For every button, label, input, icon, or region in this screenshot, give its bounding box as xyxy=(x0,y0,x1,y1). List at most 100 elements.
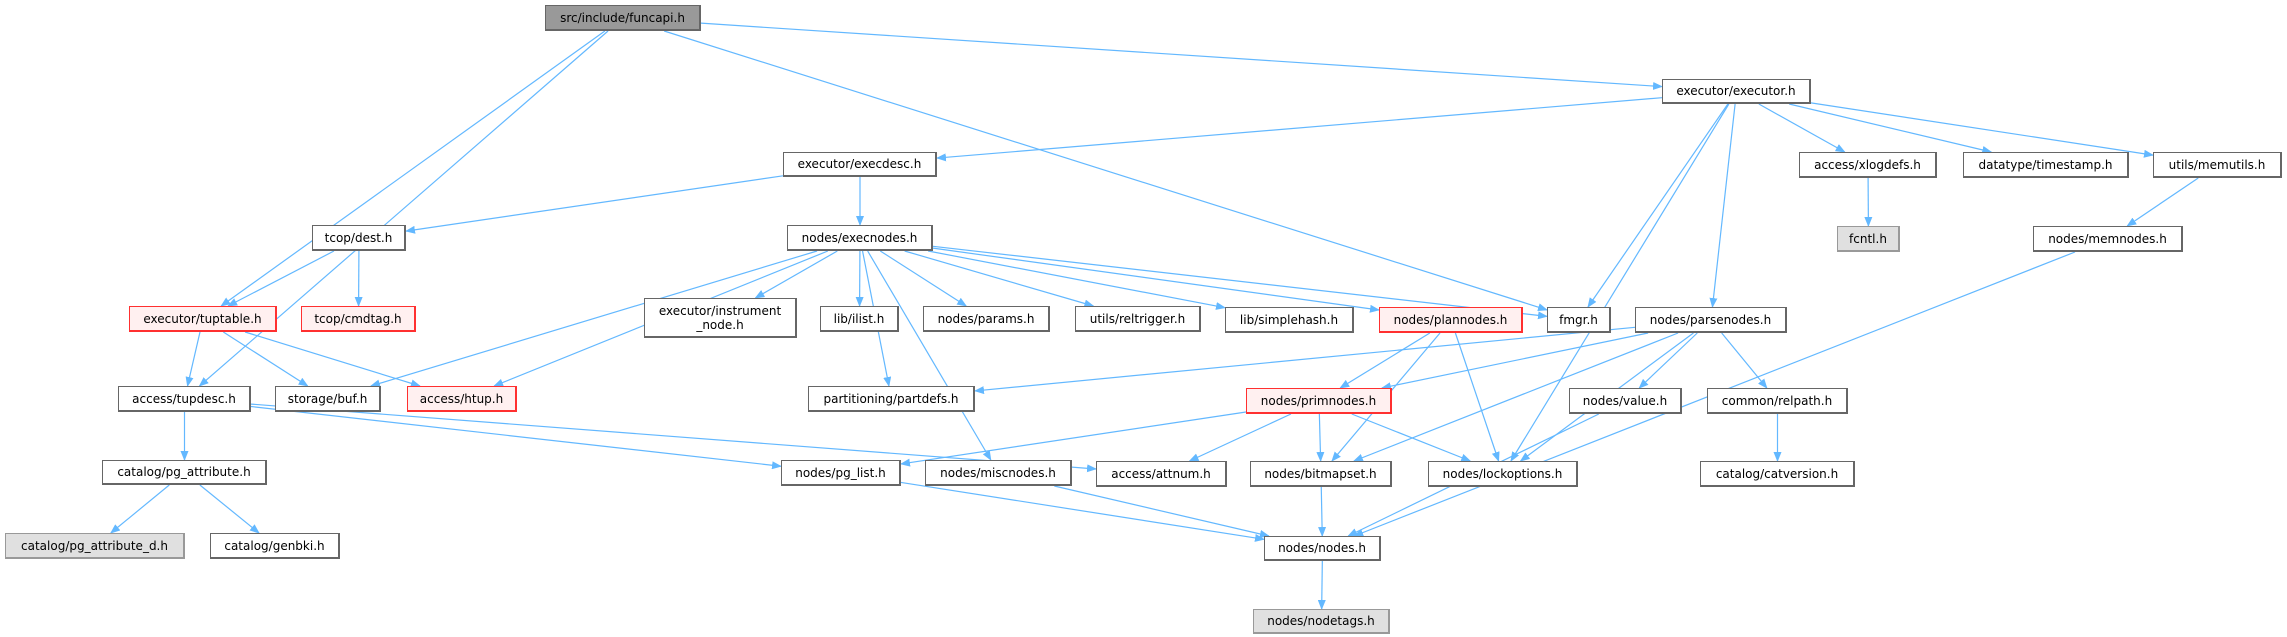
edge-pg_list-to-nodes xyxy=(900,481,1265,542)
edge-execnodes-to-reltrigger xyxy=(904,250,1095,308)
node-nodes[interactable]: nodes/nodes.h xyxy=(1264,536,1381,561)
node-label: nodes/bitmapset.h xyxy=(1264,466,1377,481)
node-memnodes[interactable]: nodes/memnodes.h xyxy=(2033,226,2183,252)
node-execdesc[interactable]: executor/execdesc.h xyxy=(783,152,937,177)
node-pg-list[interactable]: nodes/pg_list.h xyxy=(781,460,901,486)
node-catversion[interactable]: catalog/catversion.h xyxy=(1700,461,1855,487)
node-reltrigger[interactable]: utils/reltrigger.h xyxy=(1075,306,1201,332)
edge-bitmapset-to-nodes xyxy=(1318,486,1327,537)
node-label: nodes/nodes.h xyxy=(1278,541,1366,555)
edge-parsenodes-to-relpath xyxy=(1721,332,1768,389)
edge-funcapi-to-tuptable xyxy=(220,30,606,307)
node-label: nodes/execnodes.h xyxy=(801,230,918,245)
edge-executor-to-parsenodes xyxy=(1709,103,1736,308)
node-label: nodes/parsenodes.h xyxy=(1649,312,1772,327)
node-relpath[interactable]: common/relpath.h xyxy=(1707,388,1848,414)
edge-tupdesc-to-attnum xyxy=(250,403,1097,473)
node-attnum[interactable]: access/attnum.h xyxy=(1096,461,1227,487)
edge-parsenodes-to-value xyxy=(1638,332,1698,389)
edge-primnodes-to-lockoptions xyxy=(1351,413,1472,462)
node-buf[interactable]: storage/buf.h xyxy=(275,386,381,412)
edge-tuptable-to-tupdesc xyxy=(185,331,201,387)
edge-parsenodes-to-primnodes xyxy=(1380,332,1649,391)
node-htup[interactable]: access/htup.h xyxy=(407,386,517,412)
node-label: fcntl.h xyxy=(1849,231,1887,246)
node-executor[interactable]: executor/executor.h xyxy=(1662,79,1811,104)
node-bitmapset[interactable]: nodes/bitmapset.h xyxy=(1250,461,1392,487)
edge-execnodes-to-params xyxy=(879,250,968,307)
node-timestamp[interactable]: datatype/timestamp.h xyxy=(1963,152,2129,178)
node-label: nodes/value.h xyxy=(1582,393,1668,408)
node-pg-attribute[interactable]: catalog/pg_attribute.h xyxy=(102,460,267,485)
node-nodetags[interactable]: nodes/nodetags.h xyxy=(1253,609,1390,634)
edge-miscnodes-to-nodes xyxy=(1054,485,1270,538)
node-ilist[interactable]: lib/ilist.h xyxy=(820,306,899,332)
node-label: executor/tuptable.h xyxy=(143,311,262,326)
node-label: lib/simplehash.h xyxy=(1239,312,1339,327)
node-genbki[interactable]: catalog/genbki.h xyxy=(210,533,340,559)
edge-executor-to-execdesc xyxy=(936,97,1663,162)
node-xlogdefs[interactable]: access/xlogdefs.h xyxy=(1799,152,1937,178)
edge-execnodes-to-miscnodes xyxy=(867,250,992,461)
node-fcntl[interactable]: fcntl.h xyxy=(1837,226,1900,252)
edge-execnodes-to-instrument xyxy=(754,250,838,299)
node-label: executor/executor.h xyxy=(1676,84,1796,98)
node-value[interactable]: nodes/value.h xyxy=(1569,388,1682,414)
node-simplehash[interactable]: lib/simplehash.h xyxy=(1225,307,1354,333)
node-partdefs[interactable]: partitioning/partdefs.h xyxy=(808,386,975,412)
node-label: src/include/funcapi.h xyxy=(560,10,685,25)
edge-primnodes-to-bitmapset xyxy=(1316,413,1325,462)
edge-execnodes-to-buf xyxy=(369,250,818,388)
edge-executor-to-lockoptions xyxy=(1510,103,1730,462)
edge-plannodes-to-primnodes xyxy=(1339,332,1431,389)
node-funcapi[interactable]: src/include/funcapi.h xyxy=(545,5,701,31)
edge-primnodes-to-attnum xyxy=(1188,413,1292,462)
node-primnodes[interactable]: nodes/primnodes.h xyxy=(1246,388,1392,414)
node-fmgr[interactable]: fmgr.h xyxy=(1547,307,1611,333)
edge-funcapi-to-executor xyxy=(700,22,1663,90)
edge-tuptable-to-htup xyxy=(244,331,421,388)
node-label: executor/instrument _node.h xyxy=(658,303,782,332)
node-label: lib/ilist.h xyxy=(833,311,885,326)
edge-execnodes-to-plannodes xyxy=(932,247,1380,313)
node-label: access/attnum.h xyxy=(1111,466,1211,481)
node-label: access/tupdesc.h xyxy=(132,391,236,406)
node-plannodes[interactable]: nodes/plannodes.h xyxy=(1379,307,1523,333)
edge-memutils-to-memnodes xyxy=(2126,177,2199,227)
node-params[interactable]: nodes/params.h xyxy=(923,306,1050,332)
node-label: nodes/lockoptions.h xyxy=(1442,466,1563,481)
node-label: access/xlogdefs.h xyxy=(1814,157,1921,172)
node-dest[interactable]: tcop/dest.h xyxy=(312,225,406,251)
edge-tupdesc-to-pg_list xyxy=(250,405,782,470)
edge-pg_attribute-to-pg_attribute_d xyxy=(110,484,170,534)
node-pg-attribute-d[interactable]: catalog/pg_attribute_d.h xyxy=(5,533,185,559)
node-label: nodes/miscnodes.h xyxy=(940,465,1056,480)
node-label: nodes/nodetags.h xyxy=(1267,614,1375,628)
node-label: tcop/dest.h xyxy=(324,230,393,245)
node-label: nodes/plannodes.h xyxy=(1393,312,1508,327)
edge-funcapi-to-fmgr xyxy=(663,30,1548,311)
node-lockoptions[interactable]: nodes/lockoptions.h xyxy=(1428,461,1578,487)
node-label: access/htup.h xyxy=(419,391,504,406)
edge-execnodes-to-simplehash xyxy=(927,250,1226,310)
node-label: catalog/pg_attribute.h xyxy=(117,465,251,479)
node-label: partitioning/partdefs.h xyxy=(823,391,959,406)
edge-pg_attribute-to-genbki xyxy=(199,484,260,534)
edge-nodes-to-nodetags xyxy=(1317,560,1326,610)
edge-executor-to-xlogdefs xyxy=(1758,103,1846,153)
node-tuptable[interactable]: executor/tuptable.h xyxy=(129,306,277,332)
node-tupdesc[interactable]: access/tupdesc.h xyxy=(118,386,251,412)
node-label: executor/execdesc.h xyxy=(797,157,922,171)
node-cmdtag[interactable]: tcop/cmdtag.h xyxy=(301,306,416,332)
node-instrument[interactable]: executor/instrument _node.h xyxy=(644,298,797,338)
node-memutils[interactable]: utils/memutils.h xyxy=(2153,152,2282,178)
edge-executor-to-timestamp xyxy=(1788,103,1993,154)
node-label: datatype/timestamp.h xyxy=(1978,157,2113,172)
node-parsenodes[interactable]: nodes/parsenodes.h xyxy=(1635,307,1787,333)
node-execnodes[interactable]: nodes/execnodes.h xyxy=(787,225,933,251)
edge-parsenodes-to-bitmapset xyxy=(1352,332,1679,462)
node-miscnodes[interactable]: nodes/miscnodes.h xyxy=(925,460,1072,486)
edge-execnodes-to-fmgr xyxy=(932,245,1548,320)
node-label: common/relpath.h xyxy=(1721,393,1833,408)
